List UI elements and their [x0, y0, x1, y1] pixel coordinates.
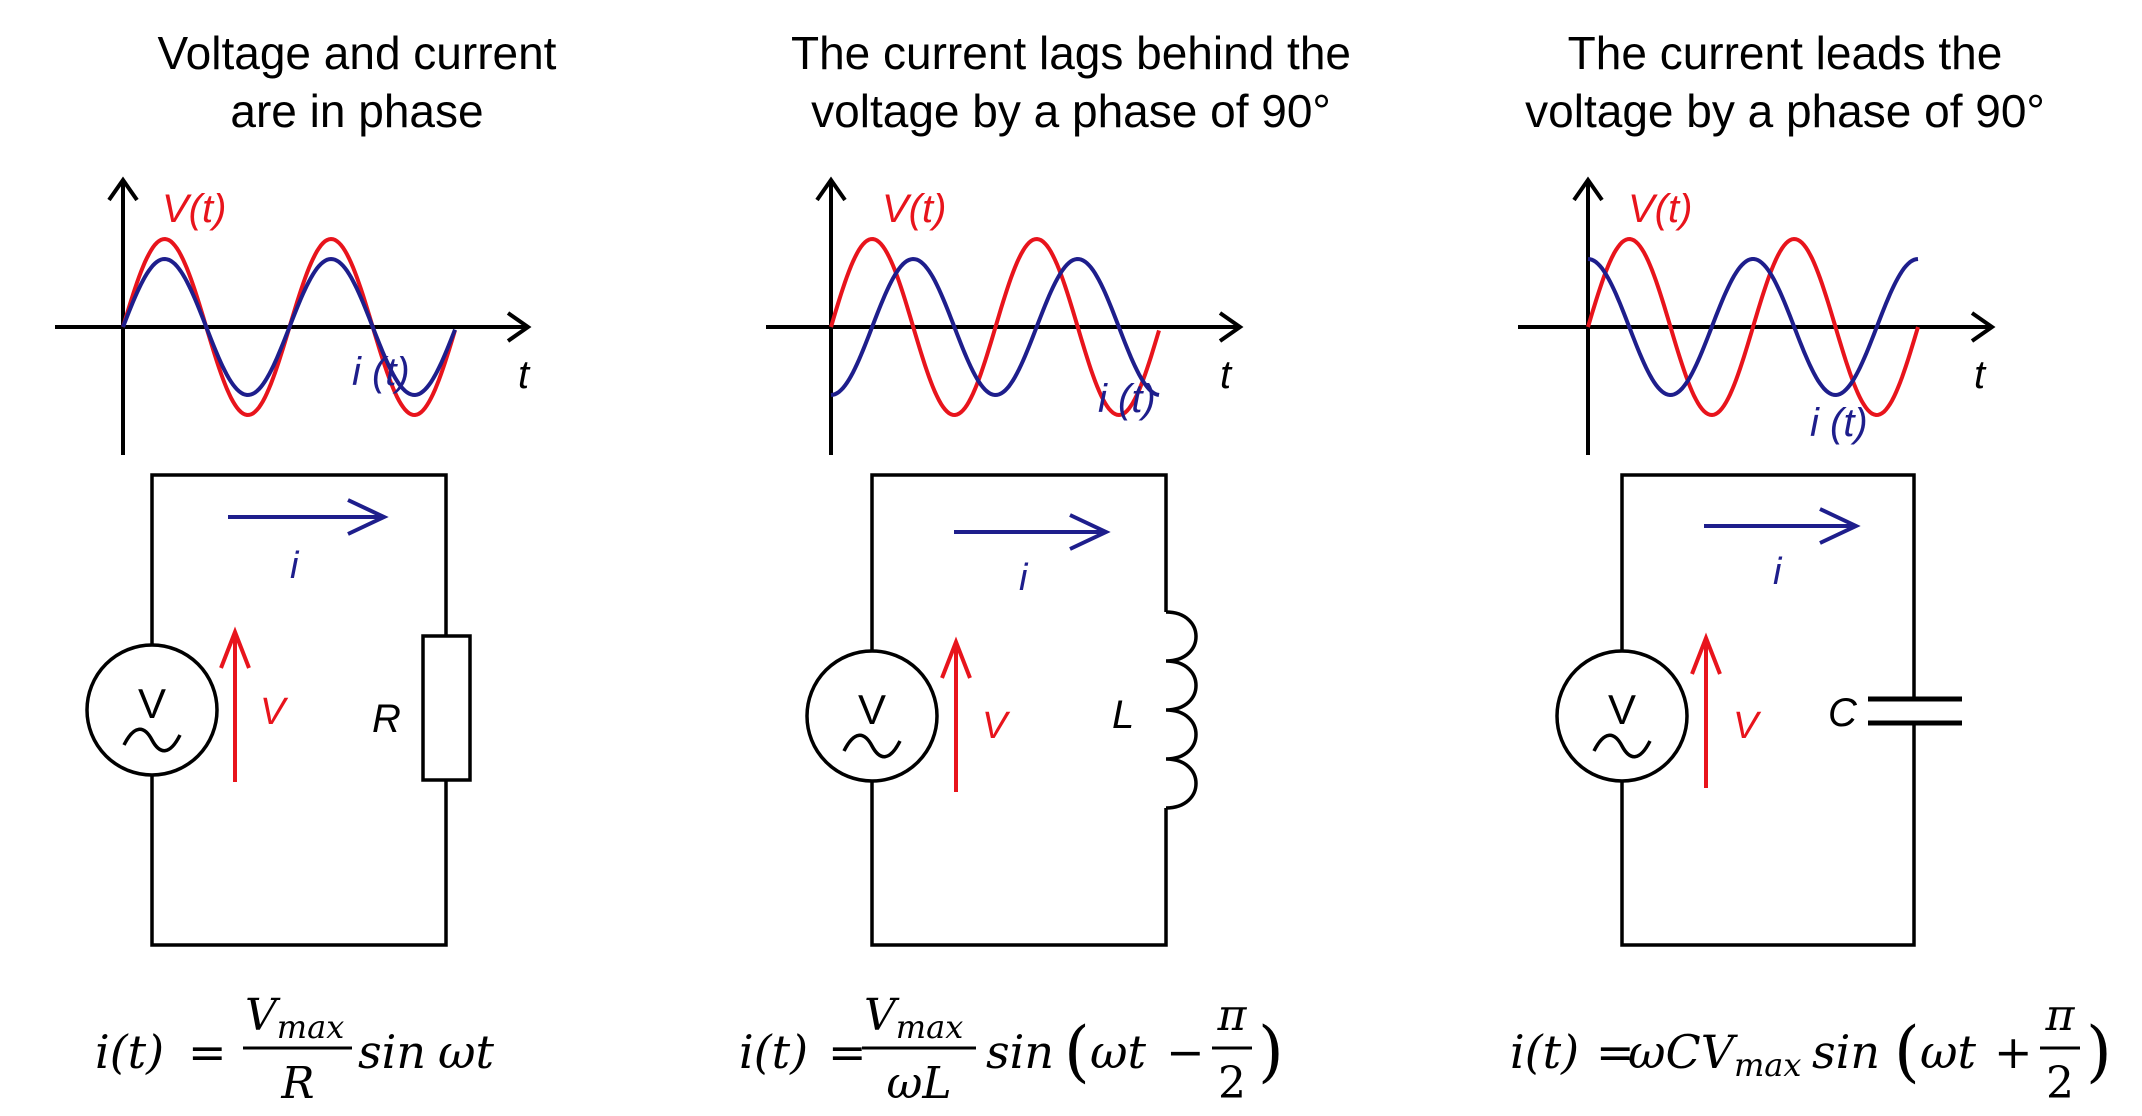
current-wave-label: i (t): [1810, 401, 1868, 445]
inductor-figure: V(t) i (t) t V i V L i(t) = Vmax: [739, 176, 1284, 1109]
panel-title: Voltage and current are in phase: [0, 24, 714, 140]
title-line-2: voltage by a phase of 90°: [1525, 85, 2045, 137]
voltage-wave-label: V(t): [162, 187, 226, 231]
resistor-symbol: [421, 634, 472, 782]
eq-open-paren: (: [1064, 1013, 1090, 1090]
capacitor-symbol: [1868, 696, 1962, 726]
eq-num-sub: max: [277, 1008, 344, 1046]
eq-operator: −: [1166, 1025, 1205, 1079]
source-letter: V: [138, 680, 166, 727]
eq-arg: ωt: [1920, 1025, 1977, 1079]
eq-num-sub: max: [896, 1008, 963, 1046]
voltage-wave-label: V(t): [1628, 187, 1692, 231]
voltage-arrow: [219, 626, 251, 782]
circuit-wires: [1620, 473, 1916, 947]
eq-num-main: V: [245, 990, 281, 1041]
component-label: C: [1828, 691, 1858, 735]
eq-body-main: ωCV: [1628, 1025, 1739, 1079]
voltage-arrow: [1690, 632, 1722, 788]
panel-title: The current leads the voltage by a phase…: [1428, 24, 2142, 140]
inductor-symbol: [1165, 610, 1198, 810]
current-wave: [830, 256, 1160, 398]
eq-denominator: ωL: [886, 1058, 951, 1109]
eq-arg: ωt: [438, 1025, 495, 1079]
current-arrow-label: i: [1773, 551, 1783, 593]
voltage-arrow: [940, 636, 972, 792]
eq-operator: +: [1994, 1025, 2033, 1079]
time-axis-label: t: [1974, 353, 1987, 397]
eq-frac2-den: 2: [1218, 1058, 1246, 1109]
source-letter: V: [858, 686, 886, 733]
time-axis-label: t: [1220, 353, 1233, 397]
eq-body-sub: max: [1734, 1046, 1801, 1084]
equation: i(t) = Vmax ωL sin ( ωt − π 2 ): [739, 990, 1284, 1109]
eq-numerator: Vmax: [864, 990, 963, 1046]
eq-lhs: i(t): [95, 1025, 164, 1079]
panel-capacitor: The current leads the voltage by a phase…: [1428, 0, 2142, 1116]
current-wave-label: i (t): [1098, 377, 1156, 421]
current-arrow-label: i: [1019, 557, 1029, 599]
source-letter: V: [1608, 686, 1636, 733]
title-line-2: voltage by a phase of 90°: [811, 85, 1331, 137]
voltage-wave: [1586, 236, 1920, 418]
resistor-figure: V(t) i (t) t V i V R i(t) = V: [55, 176, 532, 1109]
eq-close-paren: ): [1258, 1013, 1284, 1090]
component-label: R: [372, 697, 401, 741]
eq-func: sin: [986, 1025, 1054, 1079]
eq-close-paren: ): [2086, 1013, 2112, 1090]
current-wave-label: i (t): [352, 350, 410, 394]
eq-num-main: V: [864, 990, 900, 1041]
equation: i(t) = Vmax R sin ωt: [95, 990, 495, 1109]
eq-numerator: Vmax: [245, 990, 344, 1046]
component-label: L: [1112, 693, 1134, 737]
current-arrow-label: i: [290, 545, 300, 587]
voltage-wave: [829, 236, 1161, 418]
eq-frac2-num: π: [2045, 990, 2076, 1041]
ac-source-symbol: V: [85, 643, 219, 777]
eq-frac2-den: 2: [2046, 1058, 2074, 1109]
eq-equals: =: [188, 1025, 227, 1079]
voltage-wave-label: V(t): [882, 187, 946, 231]
eq-frac2-num: π: [1217, 990, 1248, 1041]
title-line-1: Voltage and current: [157, 27, 557, 79]
eq-denominator: R: [280, 1058, 314, 1109]
current-arrow: [228, 498, 389, 536]
eq-equals: =: [828, 1025, 867, 1079]
panel-inductor: The current lags behind the voltage by a…: [714, 0, 1428, 1116]
eq-open-paren: (: [1894, 1013, 1920, 1090]
title-line-1: The current lags behind the: [790, 27, 1352, 79]
sine-glyph: [842, 733, 902, 759]
eq-func: sin: [358, 1025, 426, 1079]
voltage-arrow-label: V: [982, 705, 1011, 747]
panel-resistor: Voltage and current are in phase V(t) i …: [0, 0, 714, 1116]
circuit-wires: [150, 473, 448, 947]
ac-source-symbol: V: [1555, 649, 1689, 783]
eq-lhs: i(t): [739, 1025, 808, 1079]
eq-arg: ωt: [1090, 1025, 1147, 1079]
sine-glyph: [122, 727, 182, 753]
equation: i(t) = ωCVmax sin ( ωt + π 2 ): [1510, 990, 2112, 1109]
eq-equals: =: [1596, 1025, 1635, 1079]
sine-glyph: [1592, 733, 1652, 759]
eq-func: sin: [1812, 1025, 1880, 1079]
eq-lhs: i(t): [1510, 1025, 1579, 1079]
current-arrow: [954, 513, 1111, 551]
current-wave: [121, 256, 457, 398]
ac-source-symbol: V: [805, 649, 939, 783]
current-arrow: [1704, 507, 1861, 545]
voltage-arrow-label: V: [260, 691, 289, 733]
title-line-2: are in phase: [230, 85, 484, 137]
waveform-axes: [766, 176, 1244, 455]
capacitor-figure: V(t) i (t) t V i V C i(t) =: [1510, 176, 2112, 1109]
time-axis-label: t: [518, 353, 531, 397]
voltage-arrow-label: V: [1733, 705, 1762, 747]
title-line-1: The current leads the: [1567, 27, 2003, 79]
eq-body: ωCVmax: [1628, 1025, 1801, 1084]
current-wave: [1587, 257, 1919, 398]
circuit-wires: [870, 473, 1168, 947]
panel-title: The current lags behind the voltage by a…: [714, 24, 1428, 140]
